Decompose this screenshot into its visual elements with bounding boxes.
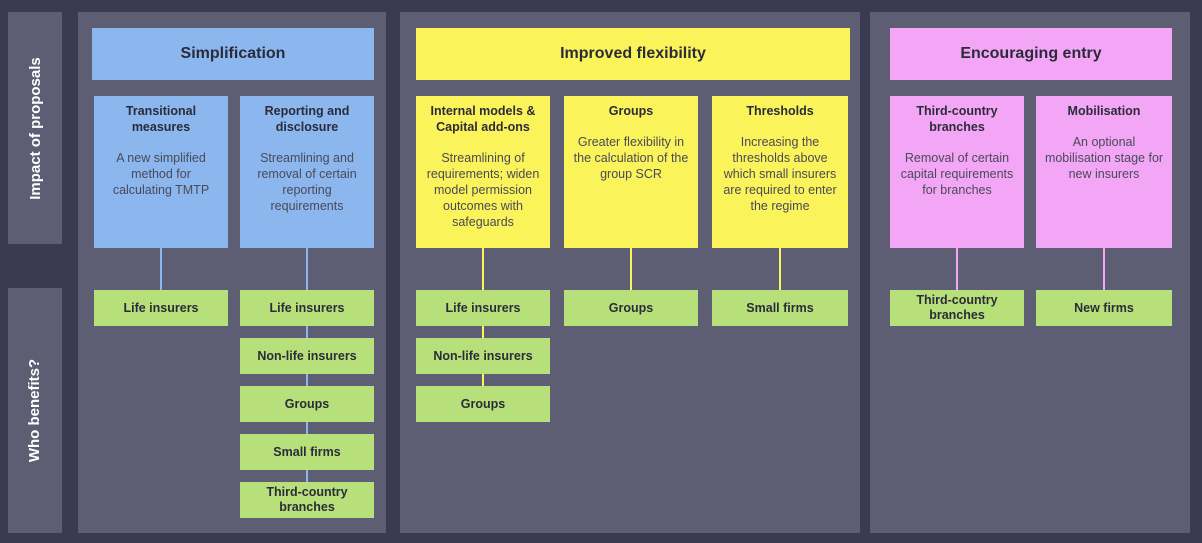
card-title: Mobilisation [1067, 104, 1141, 118]
card-desc: Streamlining and removal of certain repo… [257, 151, 357, 213]
card-title: Internal models & Capital add-ons [430, 104, 536, 134]
card-desc: Removal of certain capital requirements … [900, 151, 1014, 197]
connector-line [956, 248, 958, 290]
groups-card: Groups Greater flexibility in the calcul… [564, 96, 698, 248]
card-title: Transitional measures [125, 104, 197, 134]
connector-line [160, 248, 162, 290]
beneficiary-box: Third-country branches [890, 290, 1024, 326]
beneficiary-box: Life insurers [240, 290, 374, 326]
card-title: Thresholds [746, 104, 814, 118]
reporting-disclosure-card: Reporting and disclosure Streamlining an… [240, 96, 374, 248]
entry-header: Encouraging entry [890, 28, 1172, 80]
third-country-branches-card: Third-country branches Removal of certai… [890, 96, 1024, 248]
beneficiary-box: New firms [1036, 290, 1172, 326]
card-desc: Increasing the thresholds above which sm… [723, 135, 837, 213]
beneficiary-box: Third-country branches [240, 482, 374, 518]
simplification-header: Simplification [92, 28, 374, 80]
connector-line [1103, 248, 1105, 290]
card-title: Third-country branches [916, 104, 998, 134]
connector-line [630, 248, 632, 290]
benefits-side-label: Who benefits? [8, 288, 62, 533]
flexibility-header: Improved flexibility [416, 28, 850, 80]
card-desc: Greater flexibility in the calculation o… [573, 135, 689, 181]
card-desc: A new simplified method for calculating … [112, 151, 210, 197]
flexibility-panel: Improved flexibility Internal models & C… [400, 12, 860, 533]
beneficiary-box: Non-life insurers [416, 338, 550, 374]
beneficiary-box: Life insurers [416, 290, 550, 326]
connector-line [779, 248, 781, 290]
thresholds-card: Thresholds Increasing the thresholds abo… [712, 96, 848, 248]
beneficiary-box: Small firms [712, 290, 848, 326]
mobilisation-card: Mobilisation An optional mobilisation st… [1036, 96, 1172, 248]
card-title: Reporting and disclosure [264, 104, 350, 134]
connector-line [306, 248, 308, 506]
card-desc: Streamlining of requirements; widen mode… [426, 151, 540, 229]
benefits-label-text: Who benefits? [26, 358, 44, 463]
card-desc: An optional mobilisation stage for new i… [1044, 135, 1164, 181]
beneficiary-box: Non-life insurers [240, 338, 374, 374]
impact-label-text: Impact of proposals [26, 56, 44, 200]
beneficiary-box: Groups [564, 290, 698, 326]
beneficiary-box: Groups [416, 386, 550, 422]
card-title: Groups [608, 104, 654, 118]
beneficiary-box: Small firms [240, 434, 374, 470]
beneficiary-box: Life insurers [94, 290, 228, 326]
connector-line [482, 248, 484, 408]
internal-models-card: Internal models & Capital add-ons Stream… [416, 96, 550, 248]
simplification-panel: Simplification Transitional measures A n… [78, 12, 386, 533]
entry-panel: Encouraging entry Third-country branches… [870, 12, 1190, 533]
beneficiary-box: Groups [240, 386, 374, 422]
transitional-measures-card: Transitional measures A new simplified m… [94, 96, 228, 248]
impact-side-label: Impact of proposals [8, 12, 62, 244]
